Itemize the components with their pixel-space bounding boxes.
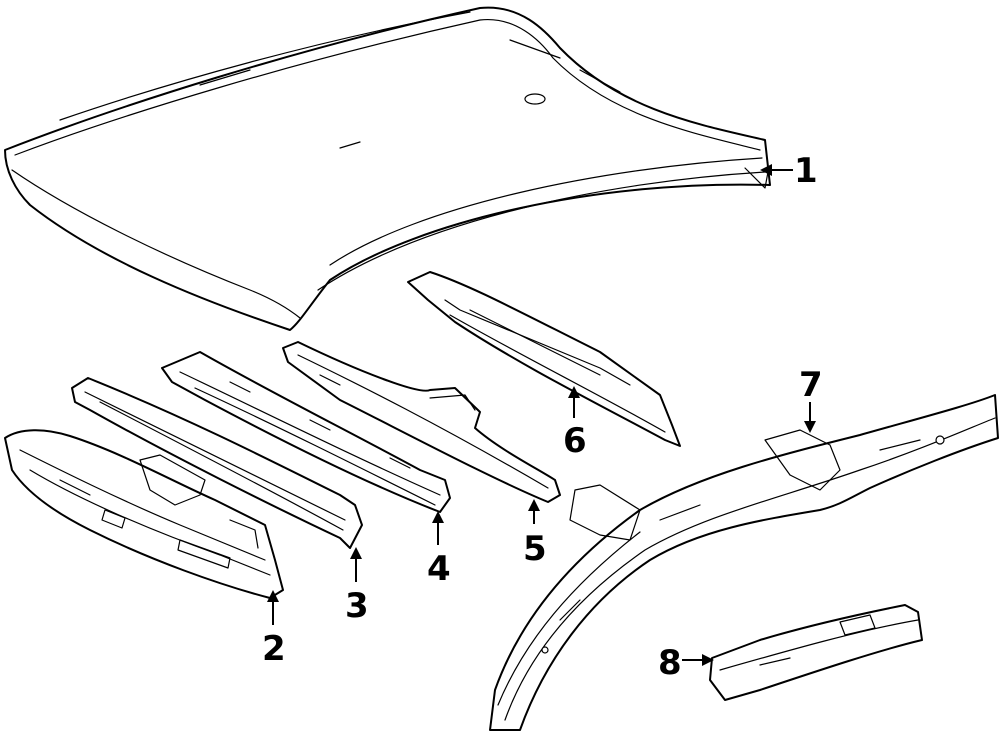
part-4-roof-bow (161, 351, 451, 513)
callout-1: 1 (794, 151, 818, 191)
arrowhead-7 (804, 421, 816, 433)
arrowhead-6 (568, 386, 580, 398)
callout-5: 5 (523, 529, 547, 569)
callout-4: 4 (427, 549, 451, 589)
arrowhead-3 (350, 547, 362, 559)
callout-3: 3 (345, 586, 369, 626)
callout-2: 2 (262, 629, 286, 669)
arrowhead-2 (267, 590, 279, 602)
arrowhead-5 (528, 499, 540, 511)
callout-8: 8 (658, 643, 682, 683)
part-5-roof-bow (282, 341, 561, 503)
leader-lines (267, 164, 816, 666)
part-3-roof-bow (71, 377, 363, 549)
callout-6: 6 (563, 421, 587, 461)
part-1-roof-panel (4, 6, 771, 331)
arrowhead-1 (760, 164, 772, 176)
part-6-rear-header (407, 271, 681, 447)
arrowhead-8 (702, 654, 714, 666)
arrowhead-4 (432, 511, 444, 523)
part-2-front-header (4, 429, 284, 599)
part-8-reinforcement (709, 604, 923, 701)
part-7-side-rail (489, 394, 999, 731)
callout-7: 7 (799, 365, 823, 405)
callout-labels: 1 2 3 4 5 6 7 8 (262, 151, 823, 683)
